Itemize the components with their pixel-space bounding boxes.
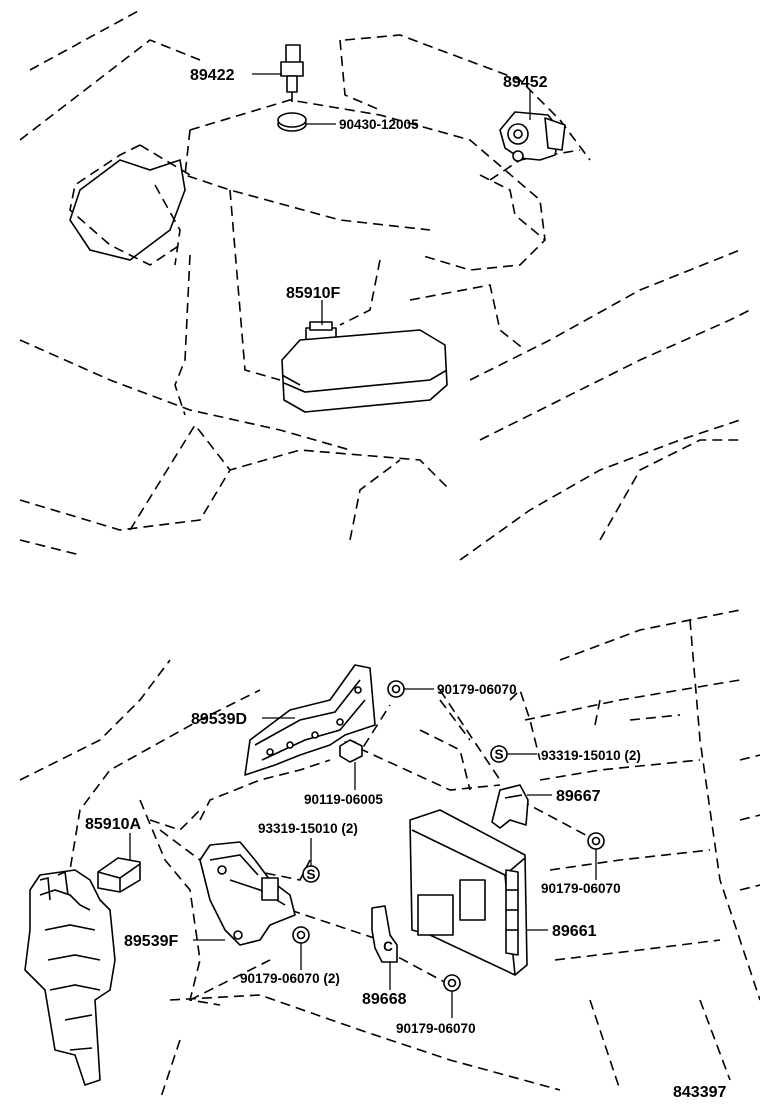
nut-90179-d [443, 974, 461, 992]
c-mark: C [383, 939, 393, 954]
bracket-89539F [199, 841, 296, 946]
engine-compartment-outline [19, 9, 751, 561]
part-label-89422: 89422 [190, 67, 235, 84]
top-leaders [252, 73, 531, 325]
part-label-93319-15010-b: 93319-15010 (2) [258, 821, 358, 836]
s-mark: S [306, 867, 315, 882]
part-label-90179-06070-d: 90179-06070 [396, 1021, 476, 1036]
screw-93319-a: S [490, 745, 508, 763]
ecu-89661 [409, 809, 528, 976]
part-label-85910F: 85910F [286, 285, 340, 302]
screw-93319-b: S [302, 865, 320, 883]
nut-90179-c [292, 926, 310, 944]
part-label-89661: 89661 [552, 923, 597, 940]
ecu-area-outline [19, 609, 760, 1101]
part-label-90179-06070-a: 90179-06070 [437, 682, 517, 697]
bolt-90119 [339, 739, 363, 763]
nut-90179-a [387, 680, 405, 698]
relay-box [281, 329, 448, 413]
part-label-90179-06070-c: 90179-06070 (2) [240, 971, 340, 986]
bracket-89668 [371, 905, 398, 963]
bracket-89667 [491, 784, 529, 829]
part-label-90119-06005: 90119-06005 [304, 792, 383, 807]
s-mark: S [494, 747, 503, 762]
part-label-93319-15010-a: 93319-15010 (2) [541, 748, 641, 763]
junction-block [24, 869, 116, 1086]
part-label-90430-12005: 90430-12005 [339, 117, 419, 132]
part-label-89667: 89667 [556, 788, 601, 805]
sensor-89422 [280, 44, 304, 102]
bracket-89539D [244, 664, 376, 776]
part-label-89668: 89668 [362, 991, 407, 1008]
part-label-85910A: 85910A [85, 816, 141, 833]
bottom-leaders [129, 688, 597, 1018]
throttle-sensor-89452 [499, 111, 566, 162]
nut-90179-b [587, 832, 605, 850]
part-label-90179-06070-b: 90179-06070 [541, 881, 621, 896]
part-label-89539D: 89539D [191, 711, 247, 728]
part-label-89539F: 89539F [124, 933, 178, 950]
figure-number: 843397 [673, 1084, 726, 1101]
relay-85910A [97, 857, 141, 893]
part-label-89452: 89452 [503, 74, 548, 91]
washer-90430 [277, 112, 307, 132]
